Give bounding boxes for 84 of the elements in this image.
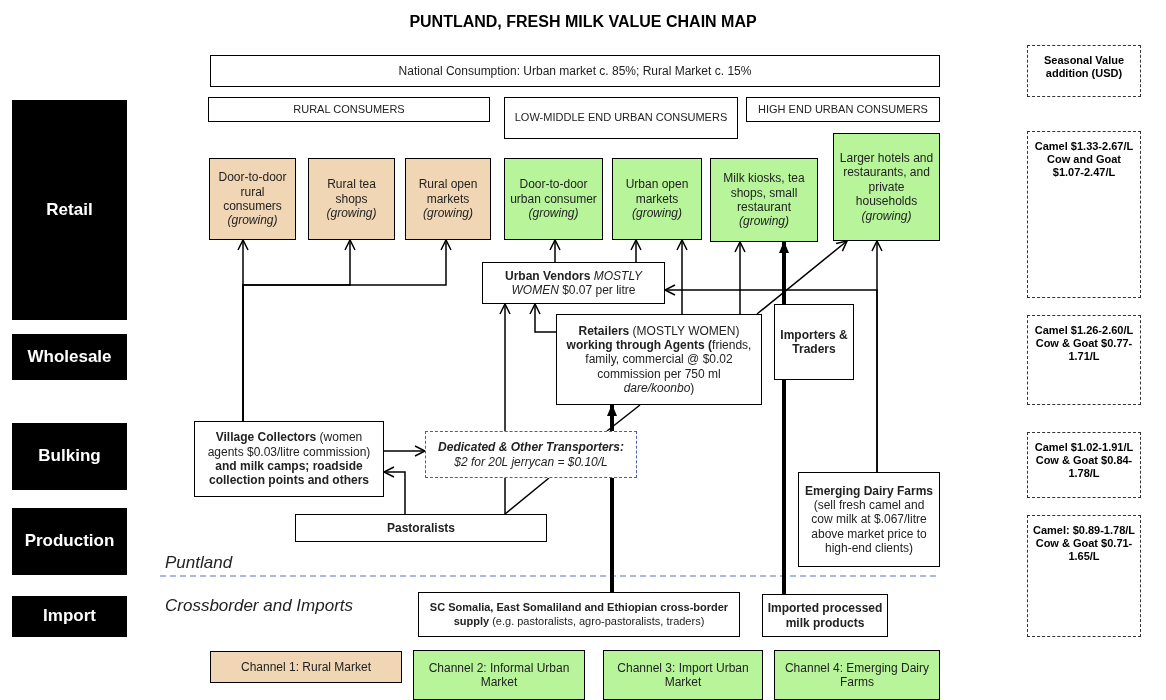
node-text: Door-to-door urban consumer (growing) [509, 177, 598, 221]
node-text: Rural tea shops (growing) [325, 177, 378, 221]
node-text: Dedicated & Other Transporters: $2 for 20L jerrycan = $0.10/L [437, 440, 625, 469]
channel-box [413, 650, 585, 700]
node-text: Milk kiosks, tea shops, small restaurant (growing) [722, 171, 806, 229]
node-text: Retailers (MOSTLY WOMEN) working through Agents (friends, family, commercial @ $0.02 commission per 750 ml dare/koonbo) [565, 323, 753, 396]
arrow [383, 466, 406, 515]
node-text: Channel 2: Informal Urban Market [427, 660, 571, 690]
node-text: Seasonal Value addition (USD) [1042, 54, 1126, 81]
node-text: Urban Vendors MOSTLY WOMEN $0.07 per litre [504, 268, 644, 298]
node-text: Channel 4: Emerging Dairy Farms [783, 660, 931, 690]
node-text: Camel $1.26-2.60/L Cow & Goat $0.77-1.71/L [1033, 324, 1135, 364]
region-label: Crossborder and Imports [165, 595, 354, 617]
node-text: Wholesale [27, 346, 112, 368]
region-label: Puntland [165, 552, 233, 574]
diagram-title: PUNTLAND, FRESH MILK VALUE CHAIN MAP [408, 12, 758, 32]
node-text: Door-to-door rural consumers (growing) [217, 170, 288, 228]
node-text: Channel 1: Rural Market [239, 659, 373, 675]
arrow [607, 404, 617, 431]
arrow [756, 240, 848, 315]
arrow [529, 303, 557, 333]
node-text: Channel 3: Import Urban Market [616, 660, 750, 690]
market-box [504, 158, 603, 240]
node-text: Bulking [38, 446, 101, 467]
value-box [1027, 315, 1141, 405]
value-box [1027, 515, 1141, 637]
arrow [242, 239, 452, 422]
actor-box [295, 514, 547, 542]
node-text: RURAL CONSUMERS [292, 102, 406, 117]
node-text: Retail [46, 199, 93, 221]
header-box [504, 97, 738, 139]
node-text: Emerging Dairy Farms (sell fresh camel and cow milk at $.067/litre above market price to high-end clients) [803, 483, 934, 556]
node-text: Larger hotels and restaurants, and private households (growing) [838, 151, 935, 223]
header-box [208, 97, 490, 122]
stage-box [12, 596, 127, 637]
node-text: Production [24, 531, 115, 552]
node-text: Import [43, 606, 96, 627]
actor-box [482, 262, 665, 304]
summary-box [210, 55, 940, 87]
source-box [418, 592, 740, 637]
node-text: Importers & Traders [779, 327, 849, 357]
actor-box [798, 472, 940, 567]
market-box [308, 158, 395, 240]
channel-box [603, 650, 763, 700]
market-box [612, 158, 702, 240]
node-text: Camel: $0.89-1.78/L Cow & Goat $0.71-1.65/L [1032, 524, 1136, 564]
channel-box [774, 650, 940, 700]
stage-box [12, 334, 127, 380]
node-text: Rural open markets (growing) [417, 177, 479, 221]
arrow [383, 445, 426, 457]
header-box [746, 97, 940, 122]
arrow [630, 239, 642, 263]
market-box [710, 158, 818, 242]
arrow [499, 303, 511, 432]
arrow [779, 241, 789, 304]
actor-box [425, 431, 637, 478]
arrow [549, 239, 561, 263]
arrow [676, 239, 688, 315]
stage-box [12, 423, 127, 490]
channel-box [210, 651, 402, 683]
node-text: Camel $1.02-1.91/L Cow & Goat $0.84-1.78/L [1033, 441, 1135, 481]
arrow [734, 241, 746, 315]
value-box [1027, 45, 1141, 97]
arrow [664, 284, 878, 473]
node-text: National Consumption: Urban market c. 85%; Rural Market c. 15% [397, 63, 753, 79]
node-text: Imported processed milk products [767, 601, 883, 630]
node-text: SC Somalia, East Somaliland and Ethiopian cross-border supply (e.g. pastoralists, agro-pastoralists, traders) [428, 601, 730, 628]
actor-box [774, 304, 854, 380]
node-text: Pastoralists [385, 520, 456, 536]
node-text: Urban open markets (growing) [624, 177, 690, 221]
value-box [1027, 131, 1141, 298]
market-box [405, 158, 491, 240]
node-text: HIGH END URBAN CONSUMERS [757, 102, 929, 117]
market-box [833, 133, 940, 241]
stage-box [12, 100, 127, 320]
value-box [1027, 432, 1141, 498]
node-text: Camel $1.33-2.67/L Cow and Goat $1.07-2.47/L [1033, 140, 1135, 180]
actor-box [194, 421, 384, 497]
stage-box [12, 508, 127, 575]
actor-box [556, 314, 762, 405]
node-text: Village Collectors (women agents $0.03/litre commission) and milk camps; roadside collection points and others [206, 430, 372, 488]
node-text: LOW-MIDDLE END URBAN CONSUMERS [513, 111, 729, 125]
market-box [209, 158, 296, 240]
source-box [762, 594, 888, 637]
